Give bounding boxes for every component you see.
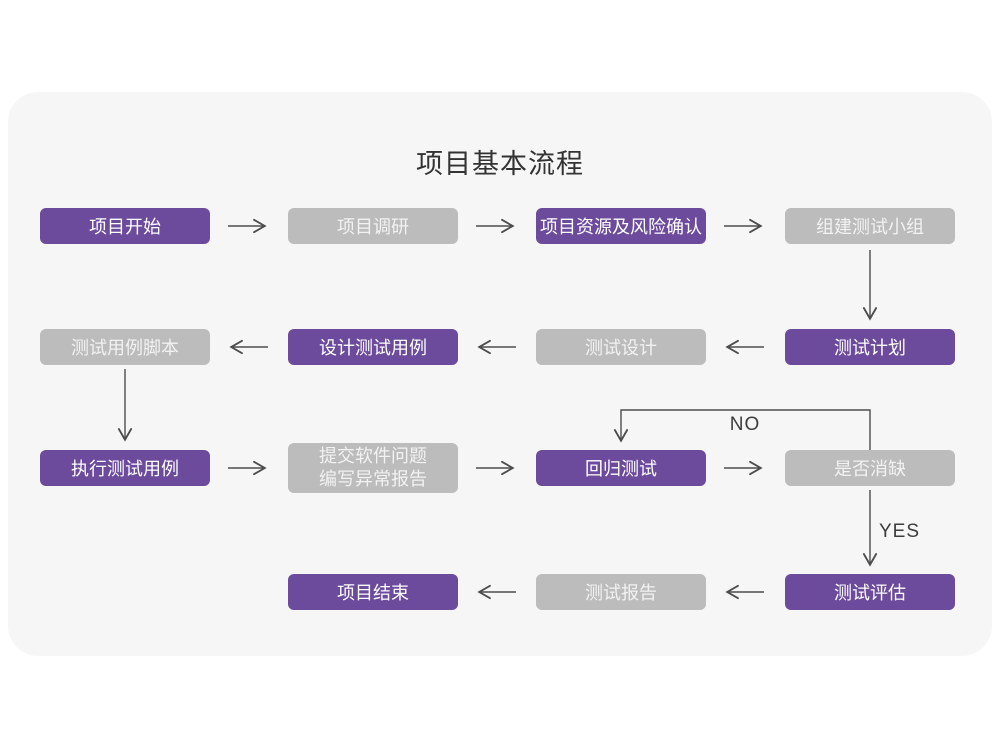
node-design-cases: 设计测试用例 <box>288 329 458 365</box>
edge-label-no: NO <box>729 414 761 435</box>
node-case-scripts: 测试用例脚本 <box>40 329 210 365</box>
node-project-end: 项目结束 <box>288 574 458 610</box>
node-test-design: 测试设计 <box>536 329 706 365</box>
node-test-plan: 测试计划 <box>785 329 955 365</box>
node-project-start: 项目开始 <box>40 208 210 244</box>
node-test-report: 测试报告 <box>536 574 706 610</box>
node-evaluation: 测试评估 <box>785 574 955 610</box>
node-risk-confirm: 项目资源及风险确认 <box>536 208 706 244</box>
node-submit-issues: 提交软件问题 编写异常报告 <box>288 443 458 493</box>
diagram-title: 项目基本流程 <box>416 149 584 179</box>
node-build-team: 组建测试小组 <box>785 208 955 244</box>
node-regression: 回归测试 <box>536 450 706 486</box>
flowchart-card <box>8 92 992 656</box>
node-project-research: 项目调研 <box>288 208 458 244</box>
node-execute-cases: 执行测试用例 <box>40 450 210 486</box>
node-defect-cleared: 是否消缺 <box>785 450 955 486</box>
edge-label-yes: YES <box>879 521 921 542</box>
